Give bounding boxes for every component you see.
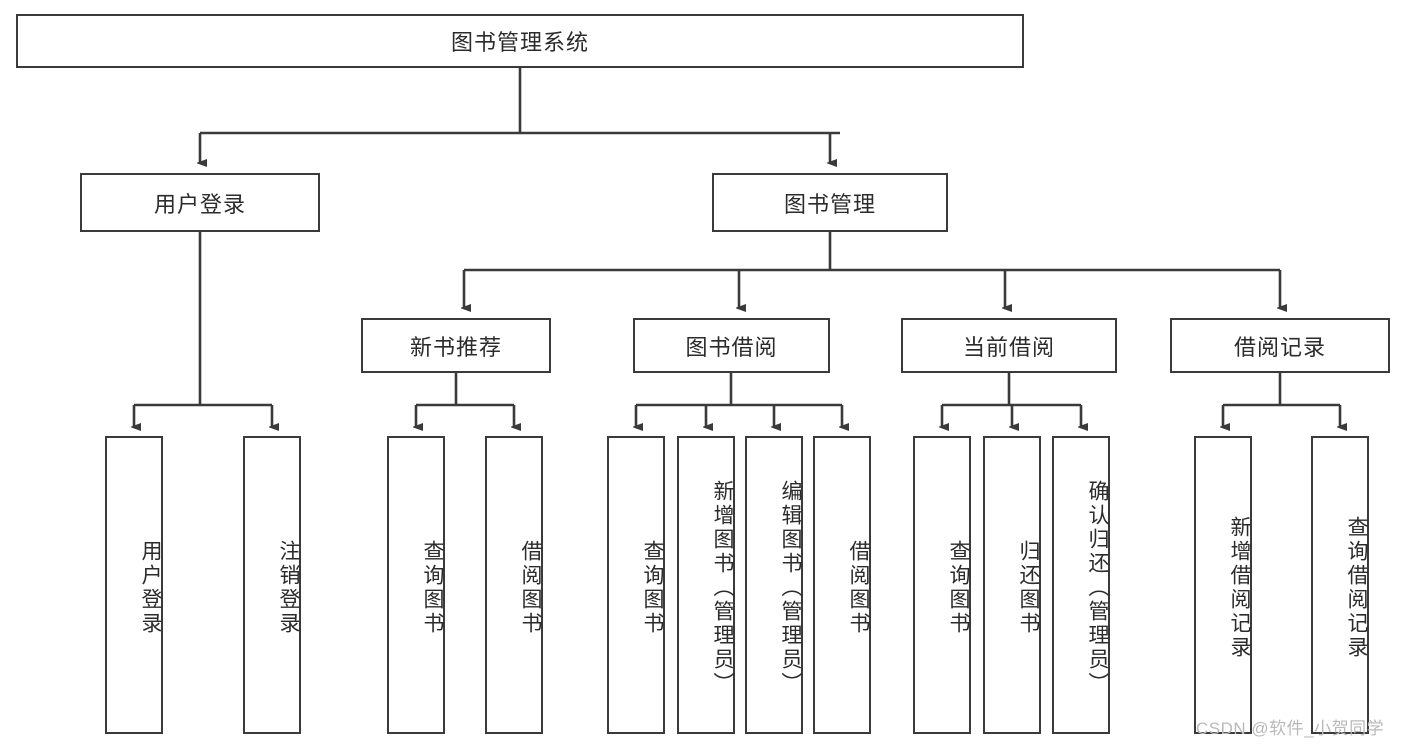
node-root[interactable]: 图书管理系统 — [16, 14, 1024, 68]
leaf-logout-label: 注销登录 — [277, 540, 300, 636]
node-book-manage[interactable]: 图书管理 — [712, 173, 948, 232]
leaf-borrow-edit-book-label: 编辑图书（管理员） — [779, 480, 802, 696]
leaf-current-query[interactable]: 查询图书 — [913, 436, 971, 734]
leaf-record-query[interactable]: 查询借阅记录 — [1311, 436, 1369, 734]
node-user-login-label: 用户登录 — [153, 191, 246, 217]
leaf-user-login-label: 用户登录 — [139, 540, 162, 636]
node-user-login[interactable]: 用户登录 — [80, 173, 320, 232]
leaf-record-query-label: 查询借阅记录 — [1345, 516, 1368, 660]
leaf-logout[interactable]: 注销登录 — [243, 436, 301, 734]
leaf-borrow-query-label: 查询图书 — [641, 540, 664, 636]
node-new-book-recommend[interactable]: 新书推荐 — [361, 318, 551, 373]
node-new-book-recommend-label: 新书推荐 — [409, 334, 502, 360]
leaf-current-confirm-return[interactable]: 确认归还（管理员） — [1052, 436, 1110, 734]
leaf-borrow-query[interactable]: 查询图书 — [607, 436, 665, 734]
node-borrow-record-label: 借阅记录 — [1233, 334, 1326, 360]
watermark: CSDN @软件_小贺同学 — [1196, 719, 1385, 738]
node-current-borrow[interactable]: 当前借阅 — [901, 318, 1117, 373]
leaf-record-add[interactable]: 新增借阅记录 — [1194, 436, 1252, 734]
leaf-borrow-edit-book[interactable]: 编辑图书（管理员） — [745, 436, 803, 734]
leaf-borrow-book-label: 借阅图书 — [847, 540, 870, 636]
leaf-user-login[interactable]: 用户登录 — [105, 436, 163, 734]
node-root-label: 图书管理系统 — [450, 30, 589, 55]
leaf-borrow-book[interactable]: 借阅图书 — [813, 436, 871, 734]
node-book-manage-label: 图书管理 — [783, 191, 876, 217]
leaf-borrow-add-book[interactable]: 新增图书（管理员） — [677, 436, 735, 734]
leaf-new-book-borrow[interactable]: 借阅图书 — [485, 436, 543, 734]
node-book-borrow-label: 图书借阅 — [685, 334, 778, 360]
node-borrow-record[interactable]: 借阅记录 — [1170, 318, 1390, 373]
leaf-new-book-borrow-label: 借阅图书 — [519, 540, 542, 636]
leaf-borrow-add-book-label: 新增图书（管理员） — [711, 480, 734, 696]
leaf-current-confirm-return-label: 确认归还（管理员） — [1086, 480, 1109, 696]
node-book-borrow[interactable]: 图书借阅 — [633, 318, 830, 373]
leaf-current-return[interactable]: 归还图书 — [983, 436, 1041, 734]
leaf-record-add-label: 新增借阅记录 — [1228, 516, 1251, 660]
leaf-new-book-query[interactable]: 查询图书 — [387, 436, 445, 734]
leaf-current-query-label: 查询图书 — [947, 540, 970, 636]
node-current-borrow-label: 当前借阅 — [962, 334, 1055, 360]
leaf-current-return-label: 归还图书 — [1017, 540, 1040, 636]
leaf-new-book-query-label: 查询图书 — [421, 540, 444, 636]
